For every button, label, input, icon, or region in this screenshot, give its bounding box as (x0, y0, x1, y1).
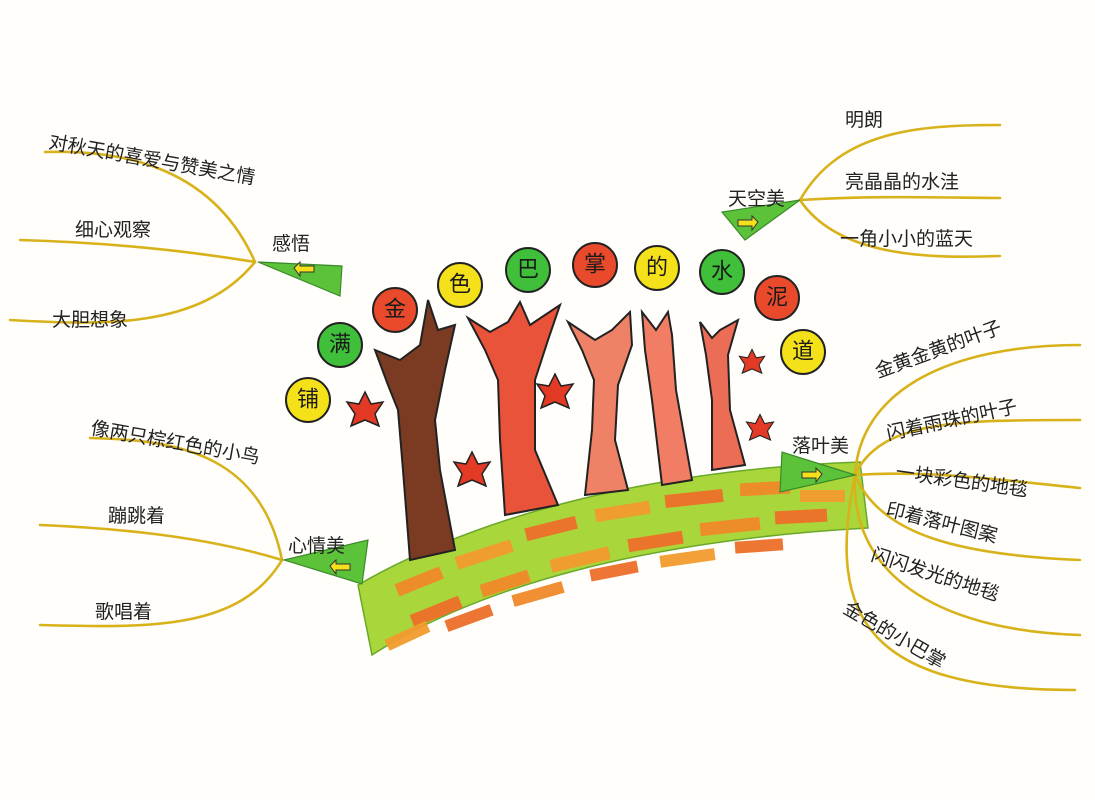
arrow-icon (737, 214, 759, 232)
svg-text:的: 的 (646, 256, 668, 281)
leaf-icon (452, 450, 492, 488)
branch-ganwu: 感悟 对秋天的喜爱与赞美之情 细心观察 大胆想象 (8, 131, 343, 331)
tiankong-item: 一角小小的蓝天 (840, 228, 973, 250)
road-band (357, 461, 869, 657)
svg-text:色: 色 (449, 273, 471, 298)
title-circle: 掌 (572, 242, 618, 288)
xinqing-item: 蹦跳着 (108, 505, 165, 527)
arrow-icon (801, 466, 823, 484)
branch-tiankong: 天空美 明朗 亮晶晶的水洼 一角小小的蓝天 (720, 109, 1002, 259)
falling-leaves (345, 348, 775, 488)
tree-trunks (373, 299, 747, 562)
xinqing-item: 歌唱着 (95, 601, 152, 623)
title-circle: 满 (317, 322, 363, 368)
svg-text:泥: 泥 (766, 286, 788, 311)
svg-text:水: 水 (711, 260, 733, 285)
arrow-icon (329, 558, 351, 576)
title-circle: 金 (372, 287, 418, 333)
title-circle: 泥 (754, 275, 800, 321)
xinqing-item: 像两只棕红色的小鸟 (89, 417, 261, 468)
tiankong-item: 明朗 (845, 109, 883, 131)
svg-text:金: 金 (384, 298, 406, 323)
tiankong-item: 亮晶晶的水洼 (845, 171, 959, 193)
title-circle: 色 (437, 262, 483, 308)
svg-text:道: 道 (792, 340, 814, 365)
tree-trunk-salmon-3 (699, 317, 747, 472)
ganwu-item: 对秋天的喜爱与赞美之情 (47, 131, 257, 189)
branch-label-xinqing: 心情美 (288, 535, 345, 557)
luoye-item: 金色的小巴掌 (840, 597, 950, 673)
arrow-icon (293, 260, 315, 278)
svg-text:掌: 掌 (584, 253, 606, 278)
tree-trunk-brown (373, 299, 457, 562)
branch-ribbon (720, 199, 801, 241)
title-circle: 道 (780, 329, 826, 375)
title-circle: 铺 (285, 377, 331, 423)
tree-trunk-salmon-2 (640, 308, 694, 487)
svg-text:巴: 巴 (517, 258, 539, 283)
tree-trunk-red (465, 299, 562, 517)
branch-label-luoye: 落叶美 (792, 435, 849, 457)
branch-label-tiankong: 天空美 (728, 188, 785, 210)
title-circle: 的 (634, 245, 680, 291)
tree-trunk-salmon-1 (565, 309, 634, 497)
leaf-icon (345, 390, 385, 428)
branch-ribbon (281, 539, 369, 585)
title-circle: 巴 (505, 247, 551, 293)
branch-xinqing: 心情美 像两只棕红色的小鸟 蹦跳着 歌唱着 (38, 417, 369, 628)
leaf-icon (738, 348, 766, 375)
leaf-icon (535, 372, 575, 410)
branch-label-ganwu: 感悟 (272, 233, 310, 255)
ganwu-item: 细心观察 (75, 219, 151, 241)
luoye-item: 一块彩色的地毯 (894, 461, 1029, 501)
svg-text:满: 满 (329, 333, 351, 358)
luoye-item: 金黄金黄的叶子 (872, 317, 1005, 383)
luoye-item: 闪着雨珠的叶子 (884, 396, 1019, 445)
title-circle: 水 (699, 249, 745, 295)
svg-text:铺: 铺 (297, 388, 319, 413)
title-circles: 铺 满 金 色 巴 掌 的 水 泥 道 (285, 242, 826, 423)
leaf-icon (745, 413, 775, 442)
luoye-item: 闪闪发光的地毯 (868, 544, 1001, 606)
ganwu-item: 大胆想象 (52, 309, 128, 331)
